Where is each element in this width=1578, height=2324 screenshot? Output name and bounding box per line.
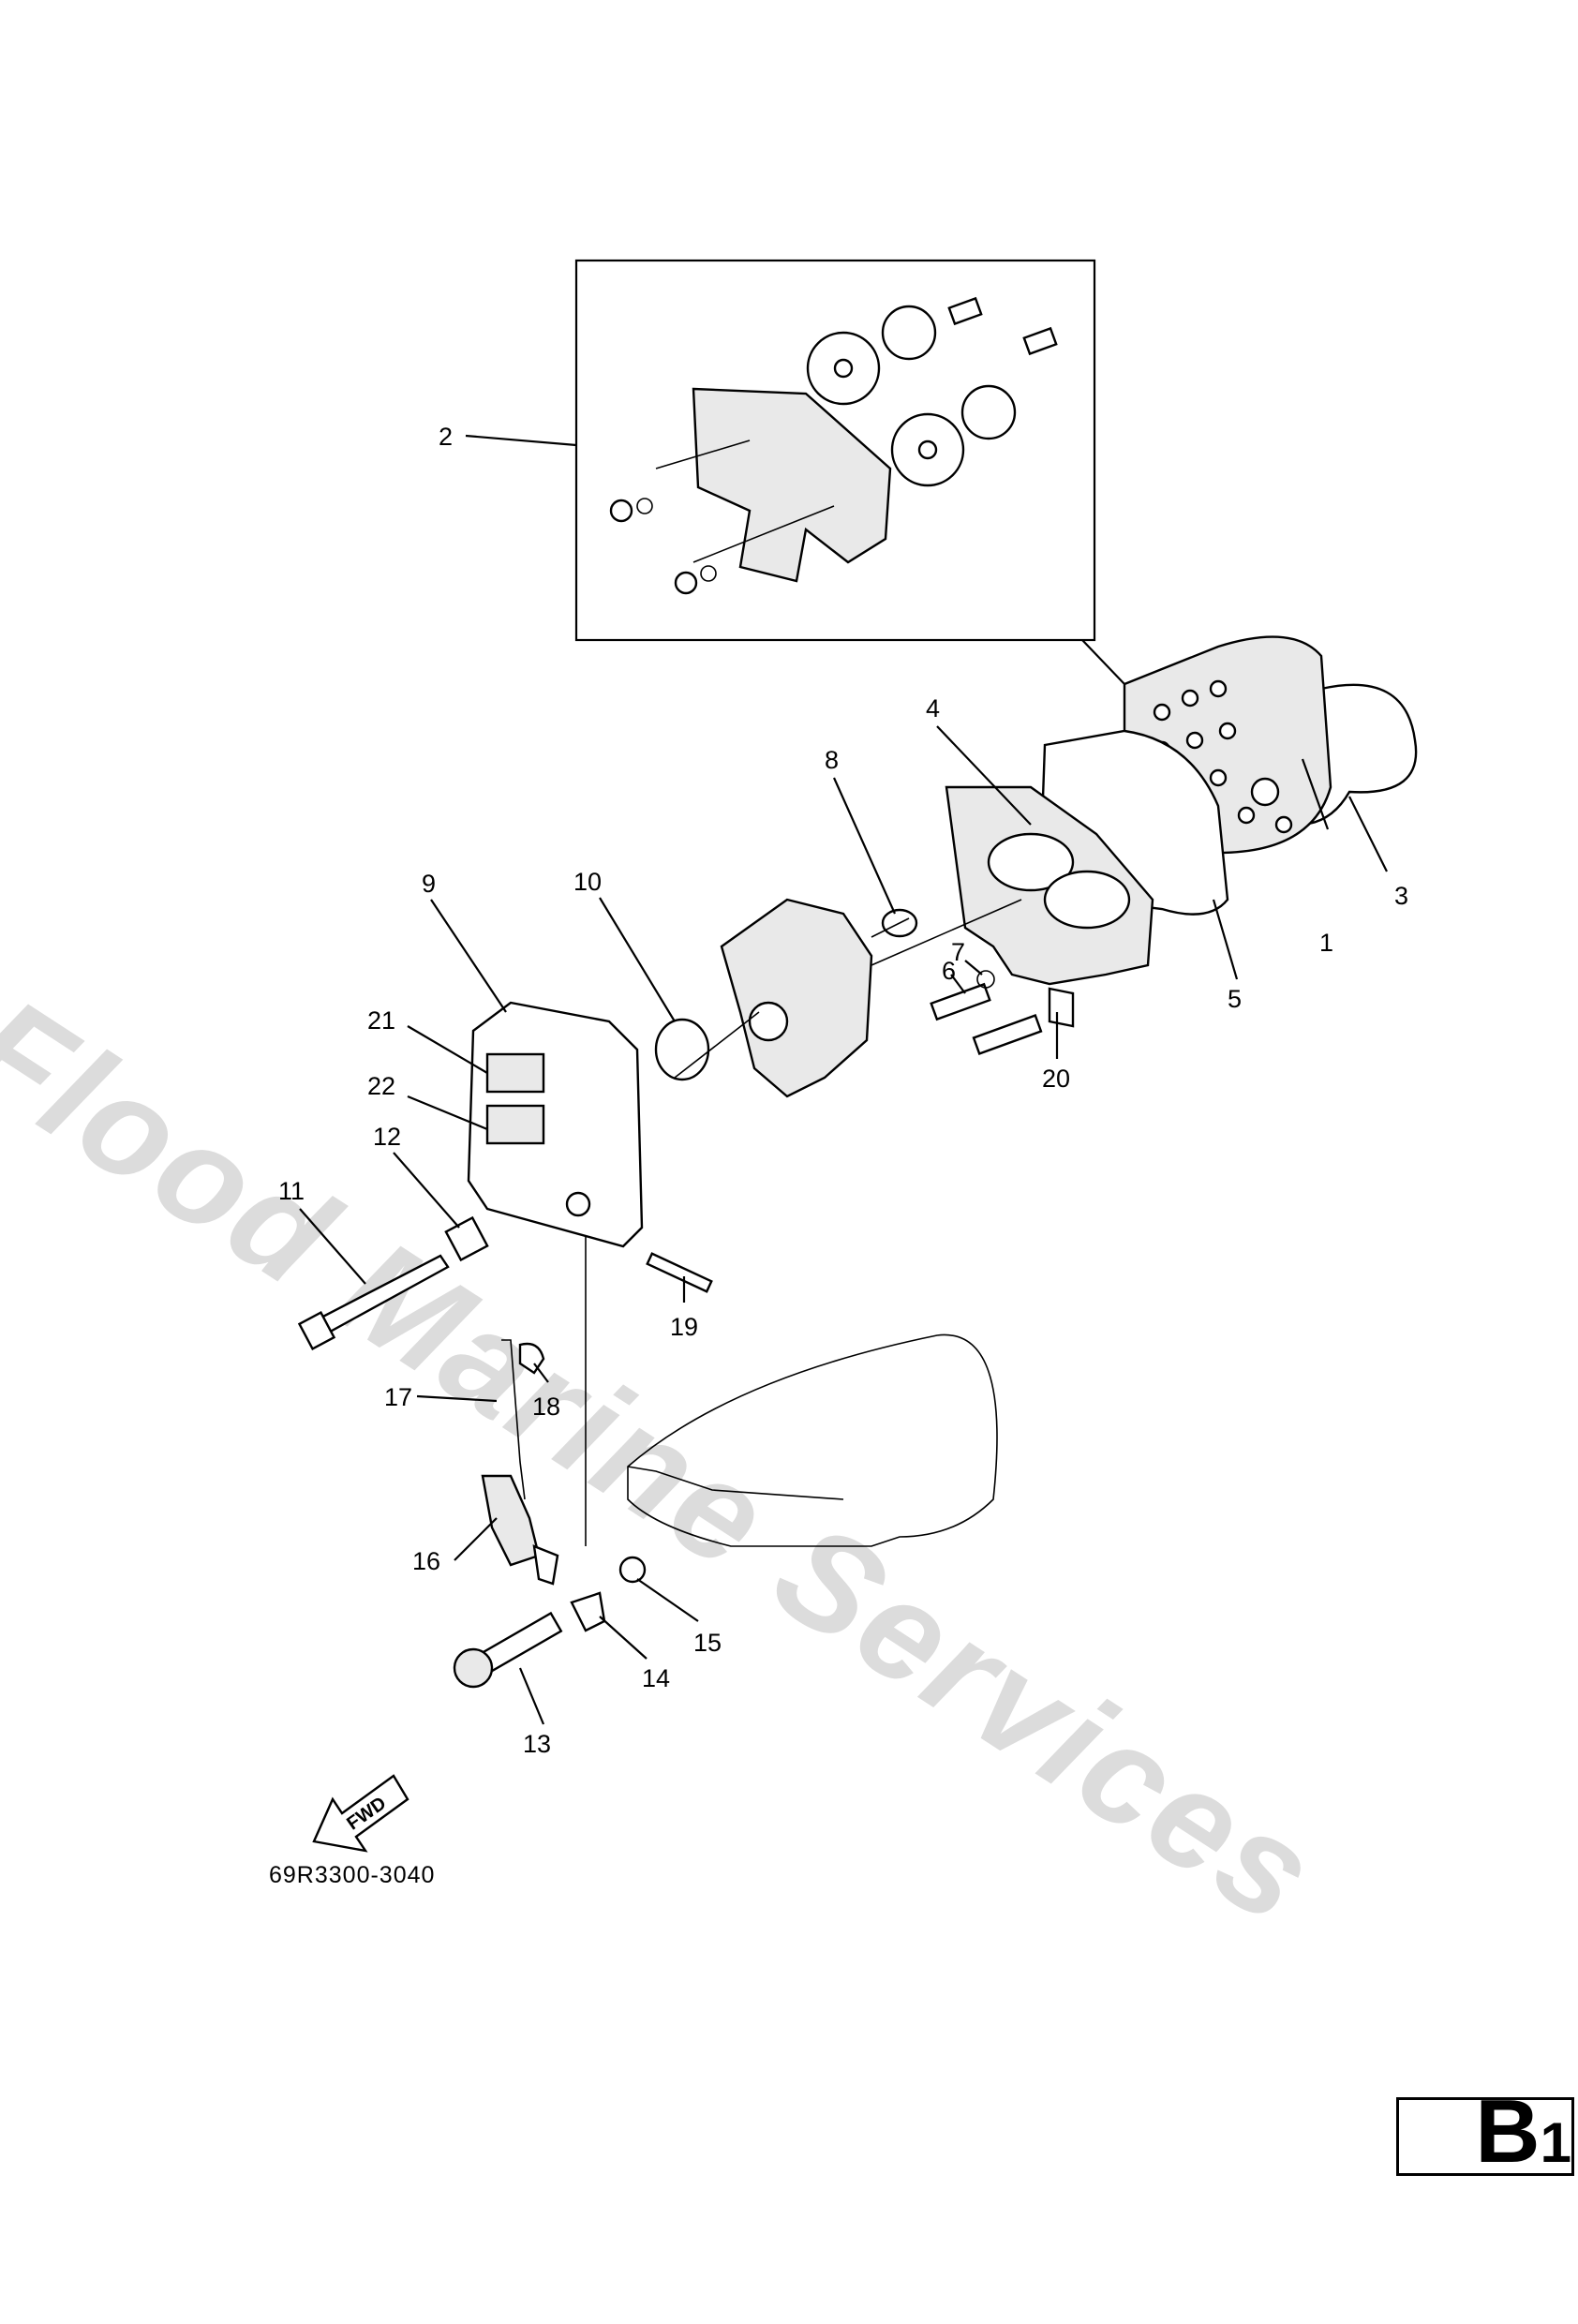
drawing-number: 69R3300-3040 <box>269 1862 436 1888</box>
callout-10: 10 <box>573 868 602 896</box>
carburetor <box>720 898 873 1098</box>
choke-rod-17 <box>501 1339 526 1500</box>
callout-2: 2 <box>439 423 453 451</box>
callout-labels: 1 2 3 4 5 6 7 8 9 10 11 12 13 14 15 16 1… <box>278 423 1408 1758</box>
reed-valve-inset <box>574 259 1125 685</box>
callout-4: 4 <box>926 694 940 723</box>
callout-17: 17 <box>384 1383 412 1411</box>
callout-14: 14 <box>642 1664 670 1692</box>
page-tag: B1 <box>1396 2087 1574 2177</box>
callout-1: 1 <box>1319 929 1333 957</box>
callout-21: 21 <box>367 1006 395 1035</box>
callout-18: 18 <box>532 1393 560 1421</box>
lower-cowling <box>627 1333 998 1547</box>
choke-knob-13 <box>453 1647 494 1689</box>
callout-5: 5 <box>1228 985 1242 1013</box>
page-tag-letter: B <box>1475 2081 1541 2182</box>
leader-lines <box>299 434 1388 1725</box>
fwd-arrow-icon: FWD <box>312 1774 409 1853</box>
callout-12: 12 <box>373 1123 401 1151</box>
callout-15: 15 <box>693 1629 722 1657</box>
callout-22: 22 <box>367 1072 395 1100</box>
bolt-11 <box>312 1254 450 1337</box>
callout-11: 11 <box>278 1177 305 1205</box>
callout-13: 13 <box>523 1730 551 1758</box>
callout-3: 3 <box>1394 882 1408 910</box>
page-tag-number: 1 <box>1540 2111 1571 2174</box>
callout-7: 7 <box>951 938 965 966</box>
callout-16: 16 <box>412 1547 440 1575</box>
callout-19: 19 <box>670 1313 698 1341</box>
callout-9: 9 <box>422 870 436 898</box>
o-ring-10 <box>654 1018 710 1081</box>
callout-6: 6 <box>942 957 956 985</box>
callout-8: 8 <box>825 746 839 774</box>
callout-20: 20 <box>1042 1065 1070 1093</box>
